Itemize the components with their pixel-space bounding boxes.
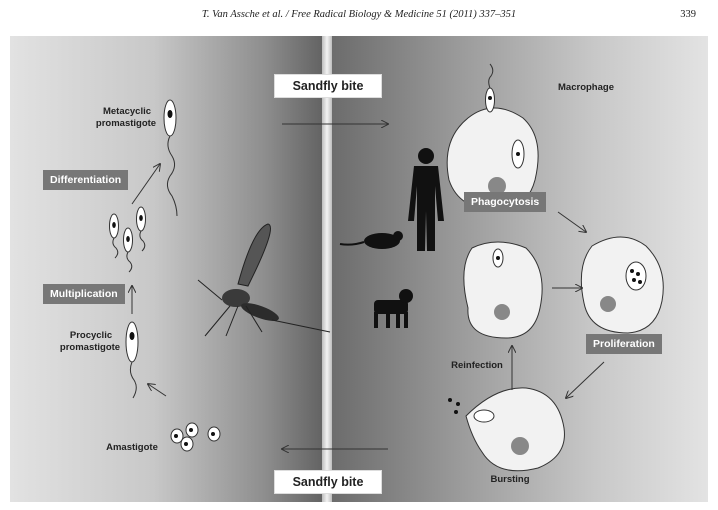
bursting-macrophage-icon: [448, 388, 564, 471]
multiplying-promastigotes-icon: [110, 207, 146, 272]
dog-icon: [374, 289, 413, 328]
human-icon: [408, 148, 444, 251]
procyclic-promastigote-icon: [126, 322, 138, 398]
macrophage-icon: [447, 64, 538, 210]
page-header: T. Van Assche et al. / Free Radical Biol…: [0, 9, 718, 25]
page-number: 339: [680, 9, 696, 20]
reinfection-label: Reinfection: [442, 360, 512, 371]
multiplication-label: Multiplication: [43, 284, 125, 304]
amastigotes-icon: [171, 423, 220, 451]
phagocytosis-label: Phagocytosis: [464, 192, 546, 212]
proliferation-label: Proliferation: [586, 334, 662, 354]
amastigote-label: Amastigote: [92, 442, 172, 453]
sandfly-bite-top-label: Sandfly bite: [274, 74, 382, 98]
procyclic-label-line2: promastigote: [50, 342, 130, 353]
rat-icon: [340, 231, 403, 249]
leishmania-life-cycle-figure: Sandfly bite Sandfly bite Metacyclic pro…: [10, 36, 708, 502]
differentiation-label: Differentiation: [43, 170, 128, 190]
bursting-label: Bursting: [480, 474, 540, 485]
metacyclic-label-line1: Metacyclic: [92, 106, 162, 117]
procyclic-label-line1: Procyclic: [56, 330, 126, 341]
journal-citation: T. Van Assche et al. / Free Radical Biol…: [0, 9, 718, 20]
proliferating-macrophage-icon: [581, 237, 663, 333]
sandfly-icon: [198, 224, 330, 336]
sandfly-bite-bottom-label: Sandfly bite: [274, 470, 382, 494]
macrophage-label: Macrophage: [548, 82, 624, 93]
infected-macrophage-icon: [464, 242, 542, 338]
metacyclic-label-line2: promastigote: [86, 118, 166, 129]
